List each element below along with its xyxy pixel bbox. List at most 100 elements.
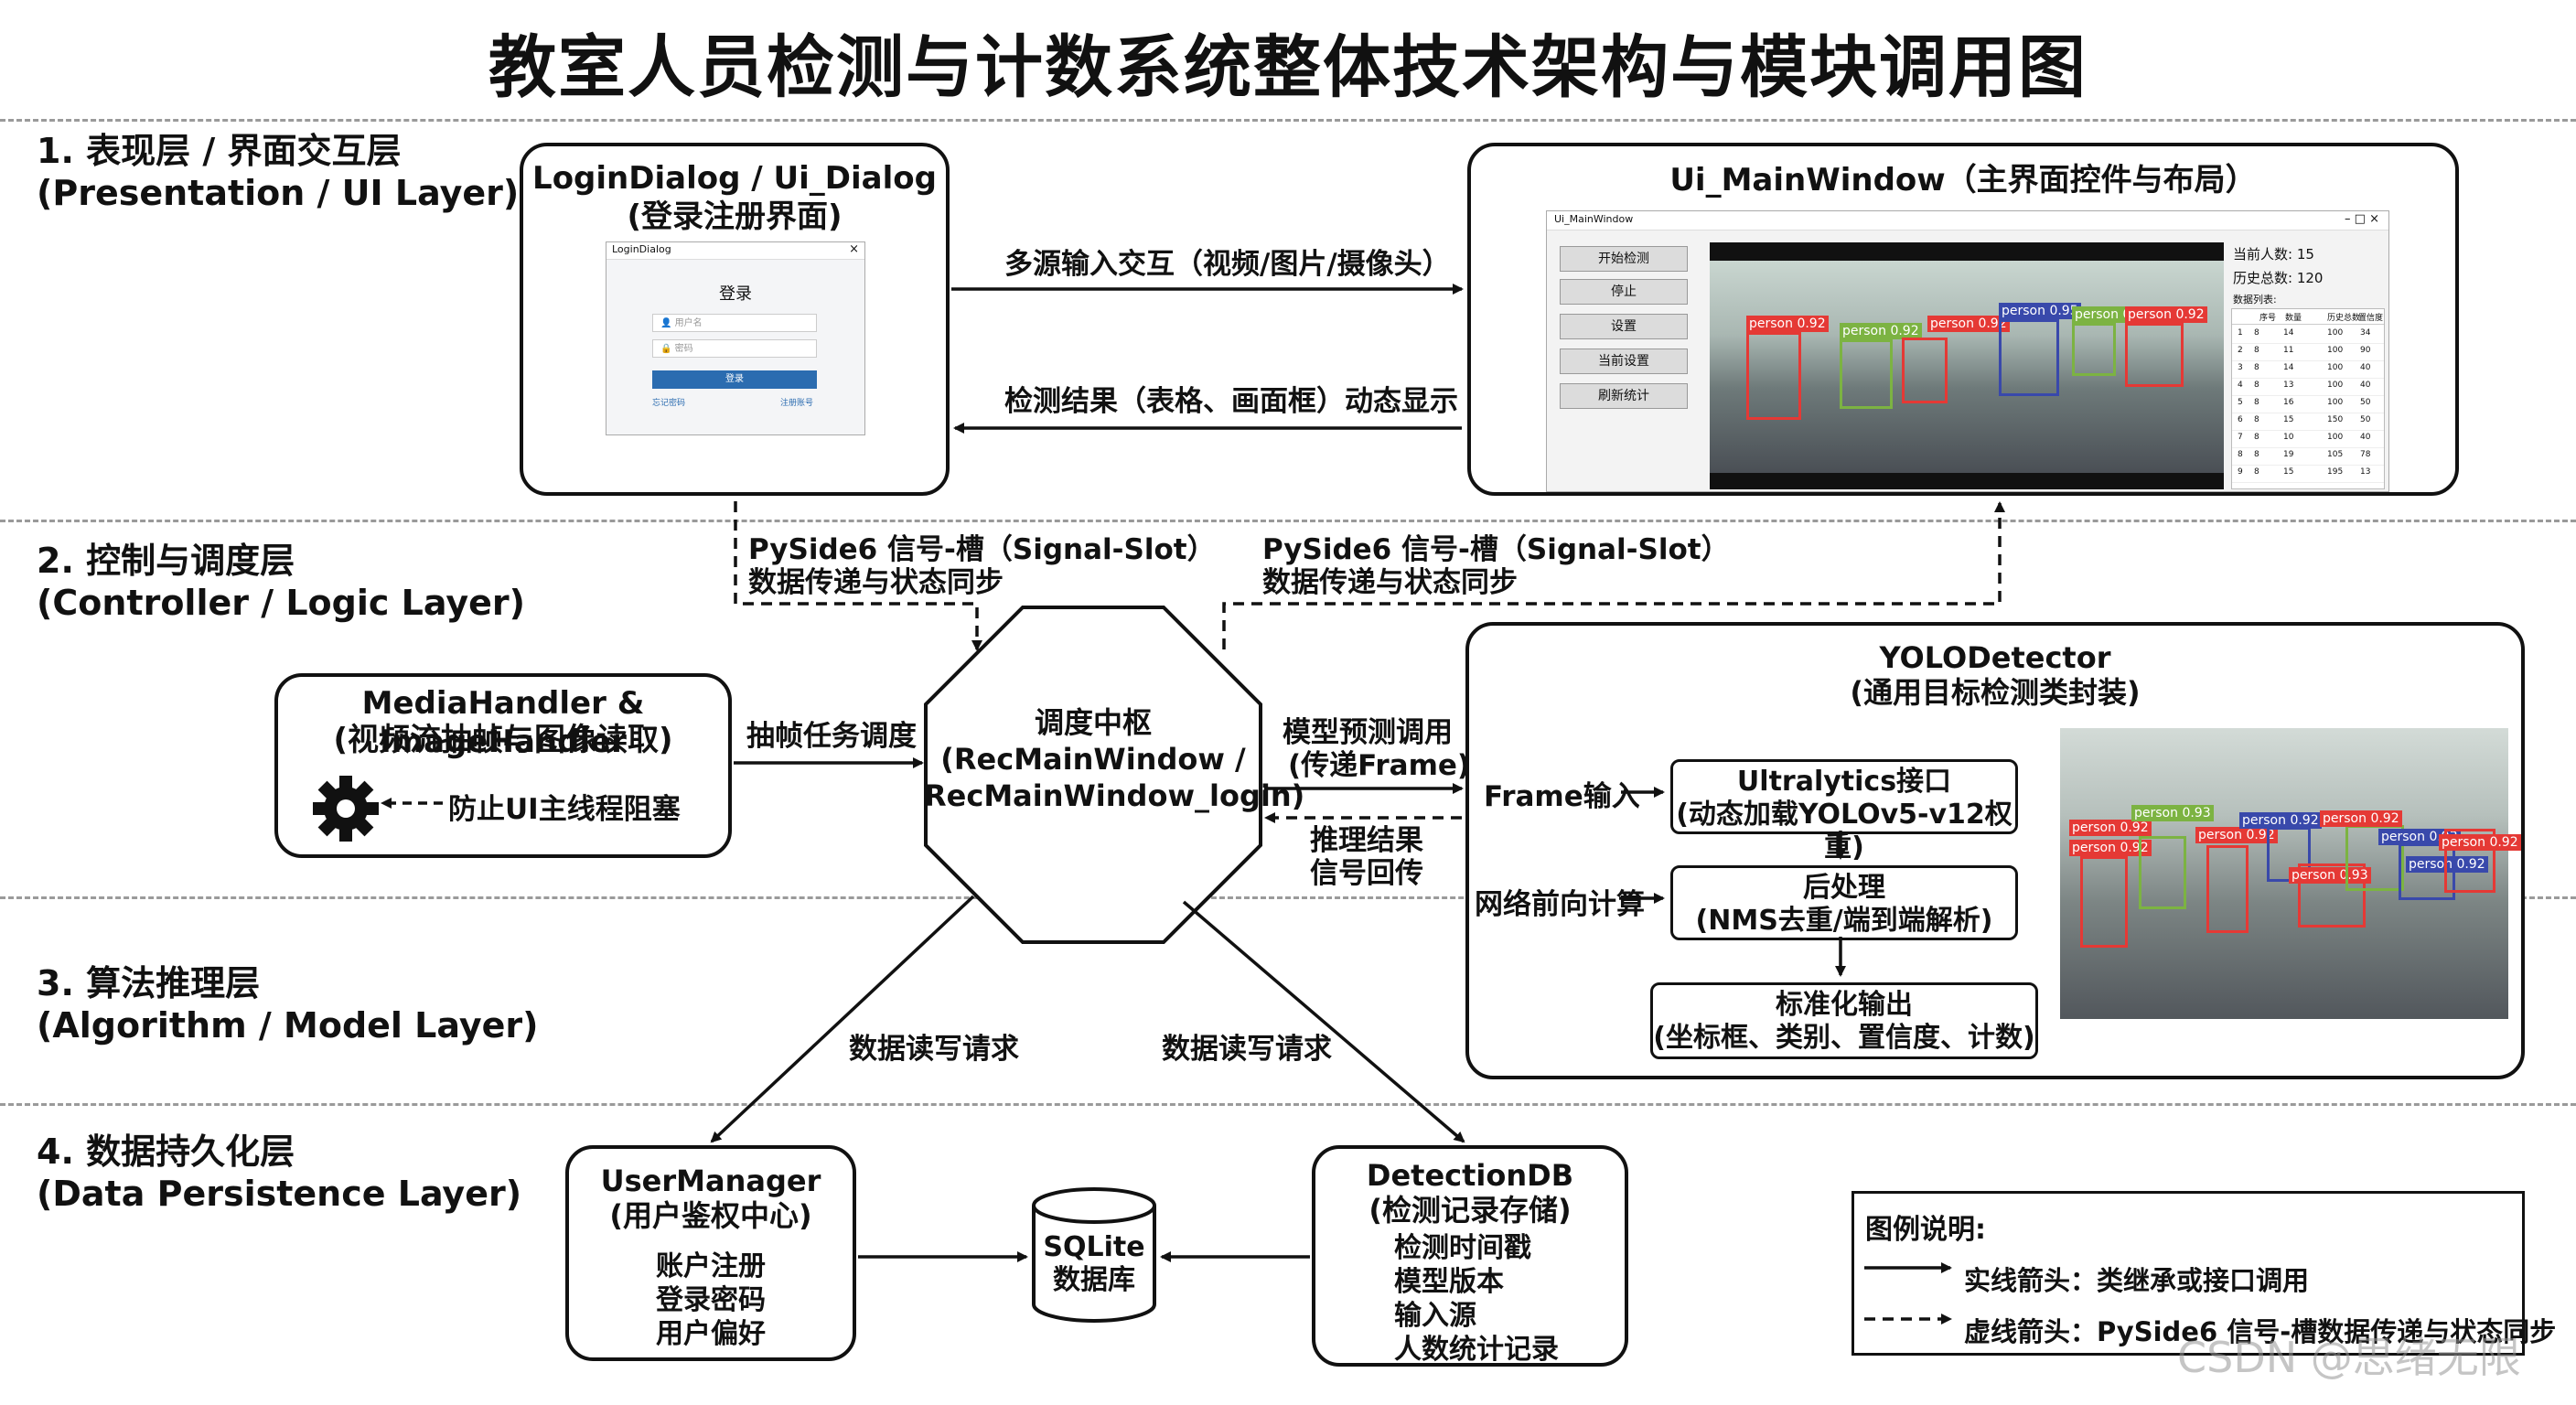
db-rw-right-label: 数据读写请求 xyxy=(1162,1033,1332,1066)
user-manager-box: UserManager (用户鉴权中心) 账户注册 登录密码 用户偏好 xyxy=(565,1145,856,1361)
layer-4-en: (Data Persistence Layer) xyxy=(37,1174,522,1214)
login-dialog-box: LoginDialog / Ui_Dialog (登录注册界面) LoginDi… xyxy=(520,143,950,496)
postprocess-title: 后处理 xyxy=(1803,872,1885,904)
login-box-title: LoginDialog / Ui_Dialog xyxy=(532,160,937,197)
detection-label: person 0.95 xyxy=(1999,303,2081,319)
login-button[interactable]: 登录 xyxy=(652,370,817,389)
frame-input-label: Frame输入 xyxy=(1484,780,1640,813)
forgot-password-link[interactable]: 忘记密码 xyxy=(652,399,686,408)
main-window-buttons: 开始检测 停止 设置 当前设置 刷新统计 xyxy=(1560,246,1688,429)
table-cell: 13 xyxy=(2360,467,2371,477)
detection-label: person 0.92 xyxy=(2069,820,2152,836)
main-window-box-title: Ui_MainWindow（主界面控件与布局） xyxy=(1669,162,2257,198)
signal-left-label-1: PySide6 信号-槽（Signal-Slot） xyxy=(748,533,1216,566)
media-box-subtitle: (视频流抽帧与图像读取) xyxy=(333,722,673,758)
login-window-titlebar: LoginDialog × xyxy=(606,242,864,260)
table-cell: 40 xyxy=(2360,363,2371,372)
detection-label: person 0.93 xyxy=(2131,805,2214,821)
detection-box xyxy=(2072,323,2116,376)
main-window-box: Ui_MainWindow（主界面控件与布局） Ui_MainWindow – … xyxy=(1467,143,2459,496)
password-placeholder: 密码 xyxy=(674,344,693,354)
gear-icon-svg xyxy=(313,776,379,842)
table-cell: 19 xyxy=(2283,450,2294,459)
hub-octagon xyxy=(924,606,1262,944)
sqlite-label-line1: SQLite xyxy=(1043,1231,1145,1263)
table-cell: 100 xyxy=(2327,346,2344,355)
table-cell: 10 xyxy=(2283,433,2294,442)
standard-output-box: 标准化输出 (坐标框、类别、置信度、计数) xyxy=(1650,982,2038,1059)
detection-label: person 0.93 xyxy=(2289,867,2371,884)
database-icon xyxy=(1032,1187,1156,1323)
detection-label: person 0.92 xyxy=(2195,827,2278,843)
user-manager-items: 账户注册 登录密码 用户偏好 xyxy=(569,1249,853,1351)
layer-2-label: 2. 控制与调度层 (Controller / Logic Layer) xyxy=(37,540,525,624)
detection-sample-image: person 0.92 person 0.92 person 0.93 pers… xyxy=(2060,728,2521,1019)
detection-db-item: 检测时间戳 xyxy=(1394,1232,1531,1264)
layer-1-en: (Presentation / UI Layer) xyxy=(37,173,520,213)
detection-db-item: 模型版本 xyxy=(1394,1266,1504,1298)
signal-right-label-2: 数据传递与状态同步 xyxy=(1262,566,1518,599)
legend-solid-text: 实线箭头：类继承或接口调用 xyxy=(1964,1265,2310,1296)
detection-box xyxy=(2139,836,2186,909)
layer-2-en: (Controller / Logic Layer) xyxy=(37,583,525,623)
model-call-label-2: (传递Frame) xyxy=(1288,749,1471,782)
table-cell: 100 xyxy=(2327,433,2344,442)
current-settings-button[interactable]: 当前设置 xyxy=(1560,349,1688,374)
table-cell: 90 xyxy=(2360,346,2371,355)
classroom-frame xyxy=(1710,261,2224,473)
table-cell: 34 xyxy=(2360,328,2371,338)
username-placeholder: 用户名 xyxy=(674,318,703,328)
stop-button[interactable]: 停止 xyxy=(1560,279,1688,305)
table-cell: 2 xyxy=(2238,346,2243,355)
layer-4-label: 4. 数据持久化层 (Data Persistence Layer) xyxy=(37,1131,521,1215)
register-link[interactable]: 注册账号 xyxy=(780,399,814,408)
table-cell: 16 xyxy=(2283,398,2294,407)
divider-layer-1-2 xyxy=(0,520,2576,522)
sqlite-label: SQLite 数据库 xyxy=(1030,1231,1158,1297)
table-cell: 100 xyxy=(2327,398,2344,407)
start-detect-button[interactable]: 开始检测 xyxy=(1560,246,1688,272)
login-heading: 登录 xyxy=(719,284,752,304)
table-header-cell: 置信度 xyxy=(2358,314,2384,323)
detection-db-box: DetectionDB (检测记录存储) 检测时间戳 模型版本 输入源 人数统计… xyxy=(1312,1145,1628,1367)
divider-layer-3-4 xyxy=(0,1103,2576,1106)
detection-label: person 0.92 xyxy=(1840,323,1922,339)
sqlite-label-line2: 数据库 xyxy=(1053,1264,1135,1296)
table-cell: 8 xyxy=(2238,450,2243,459)
table-cell: 7 xyxy=(2238,433,2243,442)
table-cell: 50 xyxy=(2360,398,2371,407)
scheduler-hub: 调度中枢 (RecMainWindow / RecMainWindow_logi… xyxy=(924,606,1304,944)
detection-box xyxy=(1902,338,1948,403)
username-input[interactable]: 👤 用户名 xyxy=(652,314,817,332)
sqlite-database: SQLite 数据库 xyxy=(1030,1185,1158,1325)
layer-1-name: 1. 表现层 / 界面交互层 xyxy=(37,131,402,171)
result-display-label: 检测结果（表格、画面框）动态显示 xyxy=(1004,385,1458,418)
window-controls[interactable]: – □ × xyxy=(2345,212,2379,226)
close-icon[interactable]: × xyxy=(849,242,859,256)
table-header-cell: 数量 xyxy=(2285,314,2302,323)
table-cell: 78 xyxy=(2360,450,2371,459)
detection-box xyxy=(2080,856,2128,948)
settings-button[interactable]: 设置 xyxy=(1560,314,1688,339)
refresh-stats-button[interactable]: 刷新统计 xyxy=(1560,383,1688,409)
signal-left-label-2: 数据传递与状态同步 xyxy=(748,566,1004,599)
yolo-box-title: YOLODetector xyxy=(1879,640,2111,675)
table-cell: 3 xyxy=(2238,363,2243,372)
table-cell: 6 xyxy=(2238,415,2243,424)
hub-label-line1: 调度中枢 xyxy=(1034,705,1152,740)
db-rw-left-label: 数据读写请求 xyxy=(849,1033,1019,1066)
table-cell: 1 xyxy=(2238,328,2243,338)
password-input[interactable]: 🔒 密码 xyxy=(652,339,817,358)
detection-box xyxy=(2125,323,2184,387)
layer-2-name: 2. 控制与调度层 xyxy=(37,541,295,581)
